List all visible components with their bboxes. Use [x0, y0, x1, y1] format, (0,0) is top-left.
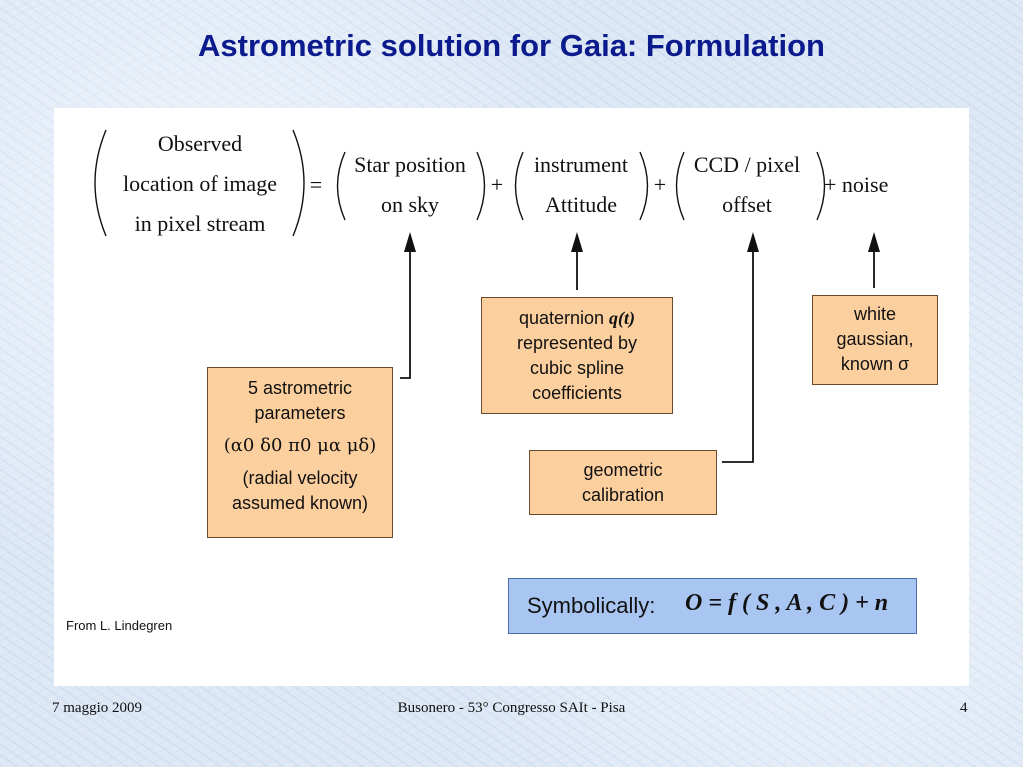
- arrowhead-offset: [747, 232, 759, 252]
- footer-date: 7 maggio 2009: [52, 700, 142, 716]
- lhs-line-2: location of image: [123, 171, 277, 196]
- term1-line-1: Star position: [354, 152, 466, 177]
- arrowhead-attitude: [571, 232, 583, 252]
- plus-sign-1: +: [491, 172, 503, 197]
- footer-page-number: 4: [960, 700, 968, 716]
- term3-line-2: offset: [722, 192, 772, 217]
- noise-line-1: white: [853, 304, 897, 324]
- lhs-right-paren: [292, 129, 305, 237]
- quaternion-line-3: cubic spline: [529, 358, 625, 378]
- term2-line-2: Attitude: [545, 192, 617, 217]
- plus-sign-2: +: [654, 172, 666, 197]
- noise-term: + noise: [824, 172, 888, 197]
- noise-line-2: gaussian,: [836, 329, 914, 349]
- symbolic-equation-box: Symbolically: O = f ( S , A , C ) + n: [508, 578, 917, 634]
- quaternion-line-4: coefficients: [532, 383, 622, 403]
- arrowhead-star: [404, 232, 416, 252]
- quaternion-box: quaternion q(t) represented by cubic spl…: [481, 297, 673, 414]
- term1-line-2: on sky: [381, 192, 439, 217]
- astrometric-line-2: parameters: [254, 403, 346, 423]
- lhs-line-3: in pixel stream: [135, 211, 266, 236]
- lhs-left-paren: [94, 129, 107, 237]
- astrometric-parameters-box: 5 astrometric parameters (α0 δ0 π0 μα μδ…: [207, 367, 393, 538]
- noise-description-box: white gaussian, known σ: [812, 295, 938, 385]
- diagram-panel: Observed location of image in pixel stre…: [54, 108, 969, 686]
- term3-left-paren: [675, 151, 685, 221]
- term2-right-paren: [639, 151, 649, 221]
- footer-event: Busonero - 53° Congresso SAIt - Pisa: [397, 700, 626, 716]
- symbolic-label: Symbolically:: [527, 593, 656, 618]
- term3-line-1: CCD / pixel: [694, 152, 800, 177]
- equals-sign: =: [310, 172, 322, 197]
- arrow-calibration-to-offset: [722, 248, 754, 463]
- geometric-line-1: geometric: [583, 460, 663, 480]
- astrometric-line-1: 5 astrometric: [247, 378, 353, 398]
- quaternion-line-1: quaternion q(t): [482, 306, 672, 331]
- formula-diagram: Observed location of image in pixel stre…: [94, 129, 888, 463]
- astrometric-params: (α0 δ0 π0 μα μδ): [223, 435, 377, 456]
- quaternion-symbol: q(t): [609, 308, 636, 328]
- slide-title: Astrometric solution for Gaia: Formulati…: [198, 28, 825, 63]
- astrometric-note-1: (radial velocity: [242, 468, 358, 488]
- symbolic-equation: O = f ( S , A , C ) + n: [685, 590, 889, 616]
- arrow-astrometric-to-star: [400, 248, 411, 379]
- geometric-calibration-box: geometric calibration: [529, 450, 717, 515]
- term2-line-1: instrument: [534, 152, 628, 177]
- term2-left-paren: [514, 151, 524, 221]
- term1-right-paren: [476, 151, 486, 221]
- term1-left-paren: [336, 151, 346, 221]
- noise-line-3: known σ: [840, 354, 910, 374]
- quaternion-label: quaternion: [518, 308, 610, 328]
- source-credit: From L. Lindegren: [66, 618, 173, 633]
- lhs-line-1: Observed: [158, 131, 242, 156]
- arrowhead-noise: [868, 232, 880, 252]
- term3-right-paren: [816, 151, 826, 221]
- quaternion-line-2: represented by: [516, 333, 638, 353]
- geometric-line-2: calibration: [581, 485, 665, 505]
- astrometric-note-2: assumed known): [231, 493, 369, 513]
